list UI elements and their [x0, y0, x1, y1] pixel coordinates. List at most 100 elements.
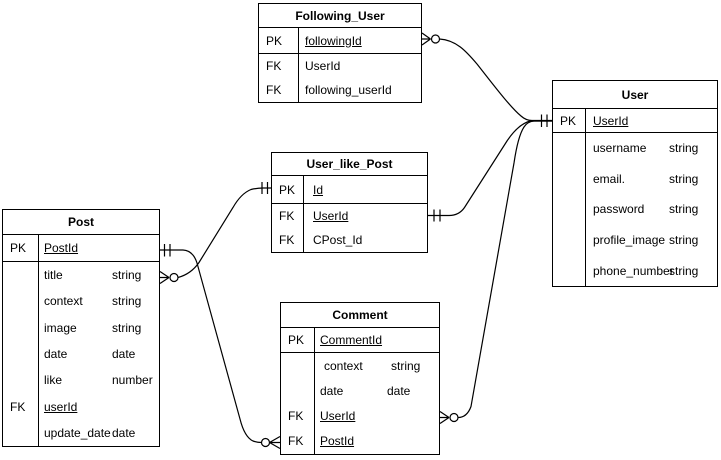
relationship-post-to-comment — [160, 244, 281, 450]
table-title: User_like_Post — [272, 153, 427, 176]
table-row: password string — [553, 194, 717, 225]
zero-ring-icon — [260, 437, 271, 448]
key-label: FK — [281, 403, 315, 429]
field-name: like number — [44, 373, 153, 388]
key-label — [553, 255, 586, 286]
table-row: update_date date — [3, 419, 159, 446]
one-tick-icon — [540, 114, 548, 127]
field-name: PostId — [44, 241, 79, 255]
entity-table-post: Post PK PostId title string context stri… — [2, 209, 160, 447]
table-row: image string — [3, 314, 159, 341]
key-label — [3, 419, 39, 446]
table-title: Post — [3, 210, 159, 235]
field-name: UserId — [313, 209, 349, 223]
zero-ring-icon — [430, 34, 441, 44]
table-row: FK PostId — [281, 428, 439, 454]
table-row: FK userId — [3, 393, 159, 420]
key-label — [553, 224, 586, 256]
key-label — [281, 378, 315, 404]
key-label: FK — [272, 228, 304, 252]
entity-table-user-like-post: User_like_Post PK Id FK UserId FK CPost_… — [271, 152, 428, 253]
crow-foot-zero-or-many-icon — [269, 435, 281, 450]
table-body: title string context string image string — [3, 262, 159, 446]
one-tick-icon — [261, 182, 269, 194]
field-name: UserId — [320, 409, 356, 424]
key-label — [3, 340, 39, 368]
key-label — [3, 367, 39, 394]
table-body: context string date date FK UserId FK — [281, 353, 439, 454]
one-tick-icon — [433, 209, 441, 222]
table-row: like number — [3, 367, 159, 394]
table-row: FK UserId — [272, 204, 427, 228]
table-body: username string email. string password s… — [553, 133, 717, 286]
table-row: email. string — [553, 163, 717, 195]
key-label: FK — [259, 54, 299, 78]
table-title: Comment — [281, 303, 439, 328]
key-label — [3, 314, 39, 341]
field-name: following_userId — [305, 83, 392, 97]
field-name: context string — [324, 358, 421, 373]
table-body: FK UserId FK following_userId — [259, 54, 421, 102]
field-name: date date — [320, 383, 411, 398]
table-row: PK Id — [272, 176, 427, 204]
field-name: username string — [593, 141, 699, 156]
relationship-following-user-to-user — [421, 32, 553, 122]
zero-ring-icon — [169, 272, 179, 283]
relationship-post-to-user-like-post — [159, 182, 271, 284]
key-label — [553, 133, 586, 164]
table-row: FK UserId — [259, 54, 421, 78]
field-name: title string — [44, 268, 142, 283]
key-label — [3, 262, 39, 289]
field-name: password string — [593, 202, 699, 217]
table-row: PK PostId — [3, 235, 159, 262]
entity-table-user: User PK UserId username string email. st… — [552, 80, 718, 287]
field-name: UserId — [593, 113, 629, 128]
key-label: PK — [259, 28, 299, 53]
field-name: followingId — [305, 33, 362, 48]
field-name: context string — [44, 294, 142, 309]
field-name: update_date date — [44, 425, 136, 440]
key-label — [553, 194, 586, 225]
field-name: date date — [44, 346, 136, 361]
field-name: email. string — [593, 171, 699, 186]
key-label: FK — [272, 204, 304, 228]
table-row: context string — [281, 353, 439, 379]
key-label: FK — [281, 428, 315, 454]
table-body: FK UserId FK CPost_Id — [272, 204, 427, 252]
entity-table-following-user: Following_User PK followingId FK UserId … — [258, 3, 422, 103]
key-label: PK — [3, 235, 39, 261]
field-name: Id — [313, 182, 324, 197]
entity-table-comment: Comment PK CommentId context string date… — [280, 302, 440, 455]
table-row: PK followingId — [259, 28, 421, 54]
table-title: User — [553, 81, 717, 109]
field-name: UserId — [305, 59, 341, 73]
table-row: FK CPost_Id — [272, 228, 427, 252]
key-label — [553, 163, 586, 195]
key-label: PK — [553, 109, 586, 132]
table-row: phone_number string — [553, 255, 717, 286]
key-label: FK — [259, 78, 299, 102]
table-row: date date — [3, 340, 159, 368]
table-row: title string — [3, 262, 159, 289]
field-name: profile_image string — [593, 233, 699, 248]
key-label — [281, 353, 315, 379]
table-row: FK following_userId — [259, 78, 421, 102]
field-name: image string — [44, 320, 142, 335]
table-row: FK UserId — [281, 403, 439, 429]
table-row: profile_image string — [553, 224, 717, 256]
crow-foot-zero-or-many-icon — [439, 411, 450, 424]
field-name: CPost_Id — [313, 233, 363, 247]
key-label: PK — [281, 328, 315, 352]
table-row: PK UserId — [553, 109, 717, 133]
key-label: FK — [3, 393, 39, 420]
table-title: Following_User — [259, 4, 421, 28]
field-name: CommentId — [320, 333, 383, 347]
field-name: userId — [44, 399, 78, 414]
table-row: username string — [553, 133, 717, 164]
table-row: context string — [3, 288, 159, 315]
table-row: date date — [281, 378, 439, 404]
relationship-comment-to-user — [439, 120, 553, 424]
zero-ring-icon — [449, 412, 459, 423]
